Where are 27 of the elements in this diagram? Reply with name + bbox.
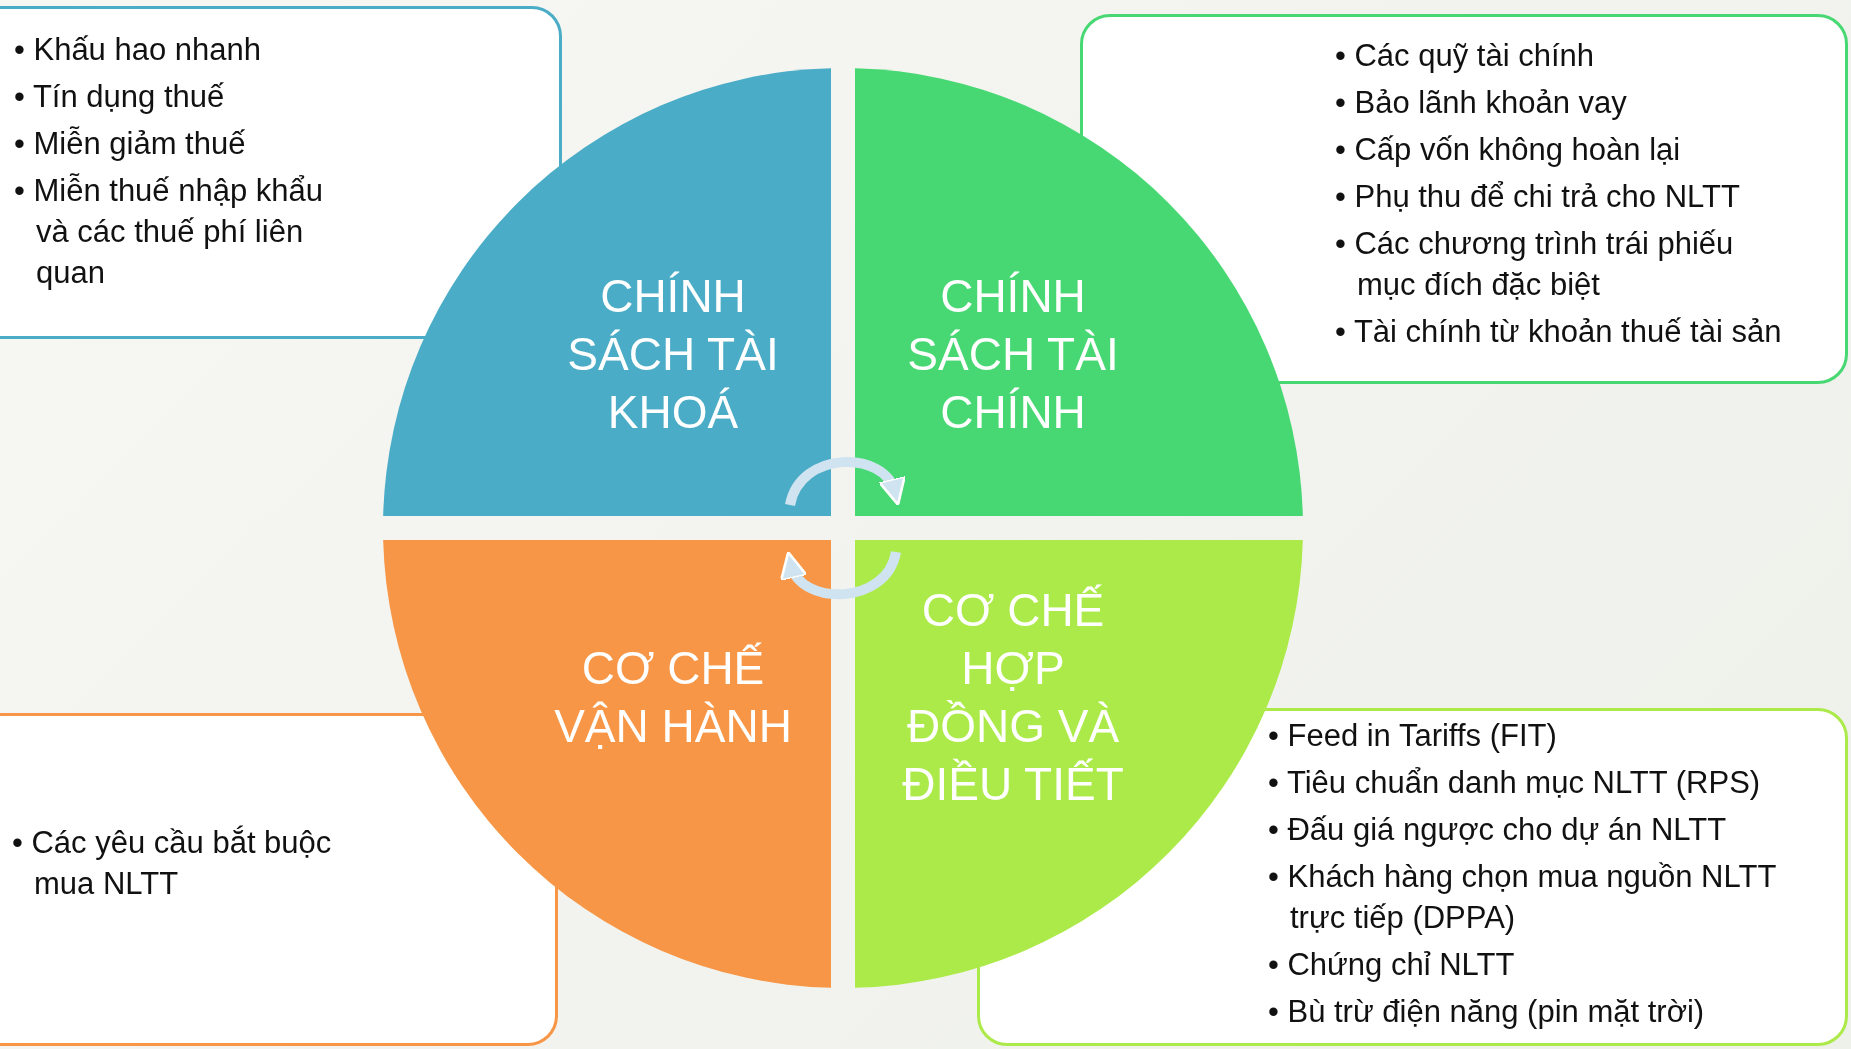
curved-arrow: [785, 457, 904, 507]
bullet-item: • Miễn thuế nhập khẩu và các thuế phí liên quan: [14, 172, 325, 292]
quadrant-title: CƠ CHẾ VẬN HÀNH: [553, 641, 793, 754]
bullet-item: • Tiêu chuẩn danh mục NLTT (RPS): [1268, 764, 1762, 802]
bullet-item: • Tài chính từ khoản thuế tài sản: [1335, 313, 1783, 351]
bullet-item: • Miễn giảm thuế: [14, 125, 247, 163]
quadrant-title: CHÍNH SÁCH TÀI KHOÁ: [566, 269, 780, 440]
bullet-item: • Bù trừ điện năng (pin mặt trời): [1268, 993, 1706, 1031]
bullet-item: • Cấp vốn không hoàn lại: [1335, 131, 1682, 169]
callout-box: [0, 6, 562, 339]
bullet-item: • Bảo lãnh khoản vay: [1335, 84, 1628, 122]
bullet-item: • Đấu giá ngược cho dự án NLTT: [1268, 811, 1728, 849]
bullet-item: • Phụ thu để chi trả cho NLTT: [1335, 178, 1741, 216]
bullet-item: • Các yêu cầu bắt buộc mua NLTT: [12, 824, 333, 903]
bullet-item: • Các chương trình trái phiếu mục đích đặc biệt: [1335, 225, 1735, 304]
bullet-item: • Khách hàng chọn mua nguồn NLTT trực tiếp (DPPA): [1268, 858, 1777, 937]
quadrant-sector: [383, 540, 831, 988]
bullet-item: • Chứng chỉ NLTT: [1268, 946, 1516, 984]
quadrant-title: CHÍNH SÁCH TÀI CHÍNH: [906, 269, 1120, 440]
bullet-item: • Khấu hao nhanh: [14, 31, 263, 69]
quadrant-title: CƠ CHẾ HỢP ĐỒNG VÀ ĐIỀU TIẾT: [901, 583, 1125, 812]
bullet-item: • Feed in Tariffs (FIT): [1268, 717, 1558, 755]
curved-arrow: [782, 550, 901, 600]
bullet-item: • Tín dụng thuế: [14, 78, 226, 116]
quadrant-sector: [383, 68, 831, 516]
quadrant-sector: [855, 68, 1303, 516]
bullet-item: • Các quỹ tài chính: [1335, 37, 1595, 75]
